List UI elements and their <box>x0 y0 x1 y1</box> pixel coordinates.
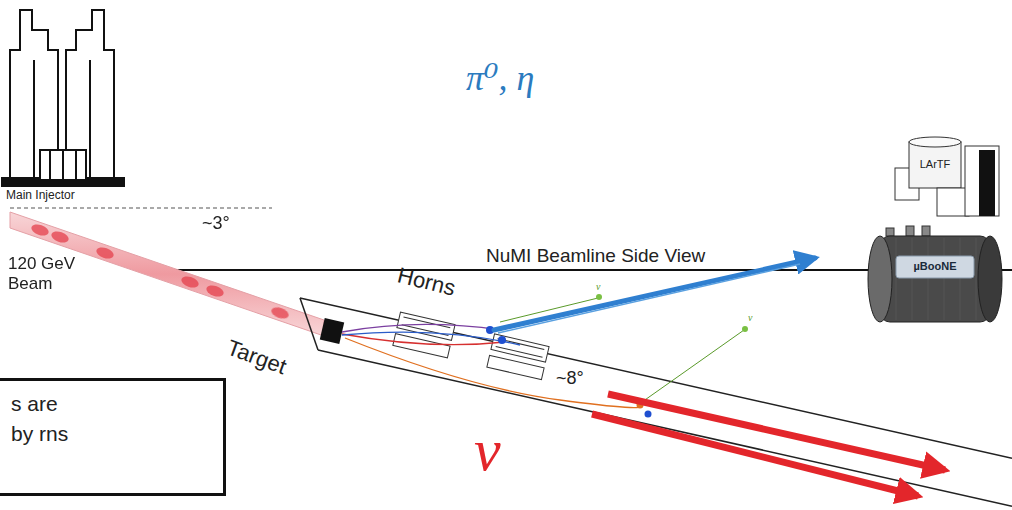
decay-tunnel <box>300 298 1012 506</box>
cryostat-shape <box>866 222 1004 326</box>
angle-label: ~8° <box>556 368 584 389</box>
neutrino-tracks <box>500 298 744 402</box>
microboone-detector: µBooNE <box>866 222 1004 326</box>
meson-label: π⁰, η <box>466 58 534 99</box>
reference-line <box>10 207 272 208</box>
building-name: LArTF <box>911 158 959 171</box>
neutrino-symbol: ν <box>748 312 752 324</box>
meson-arrow-sketch <box>498 264 800 333</box>
main-injector-building <box>2 10 124 186</box>
building-name: µBooNE <box>900 260 970 273</box>
beam-energy: 120 GeV Beam <box>8 254 78 293</box>
neutrino-dot <box>596 294 602 300</box>
neutrino-dot <box>742 326 748 332</box>
angle-label: ~3° <box>202 213 230 234</box>
meson-dot <box>498 336 506 344</box>
beam-pipe <box>10 212 324 336</box>
particle-tracks <box>342 324 641 407</box>
lartf-building: LArTF <box>893 136 1003 218</box>
diagram-title: NuMI Beamline Side View <box>486 245 705 267</box>
neutrino-symbol: ν <box>596 281 600 293</box>
beamline-label: Main Injector <box>6 189 75 203</box>
part-name: Horns <box>395 262 458 301</box>
neutrino-symbol: ν <box>474 416 501 485</box>
note-box: s are by rns <box>0 378 226 496</box>
decay-dot <box>645 411 652 418</box>
part-name: Target <box>224 335 290 380</box>
note-text: s are by rns <box>11 389 69 450</box>
lartf-shape <box>893 136 1003 218</box>
neutrino-arrow <box>592 414 918 496</box>
target-block <box>320 318 344 344</box>
meson-arrow <box>494 258 815 330</box>
